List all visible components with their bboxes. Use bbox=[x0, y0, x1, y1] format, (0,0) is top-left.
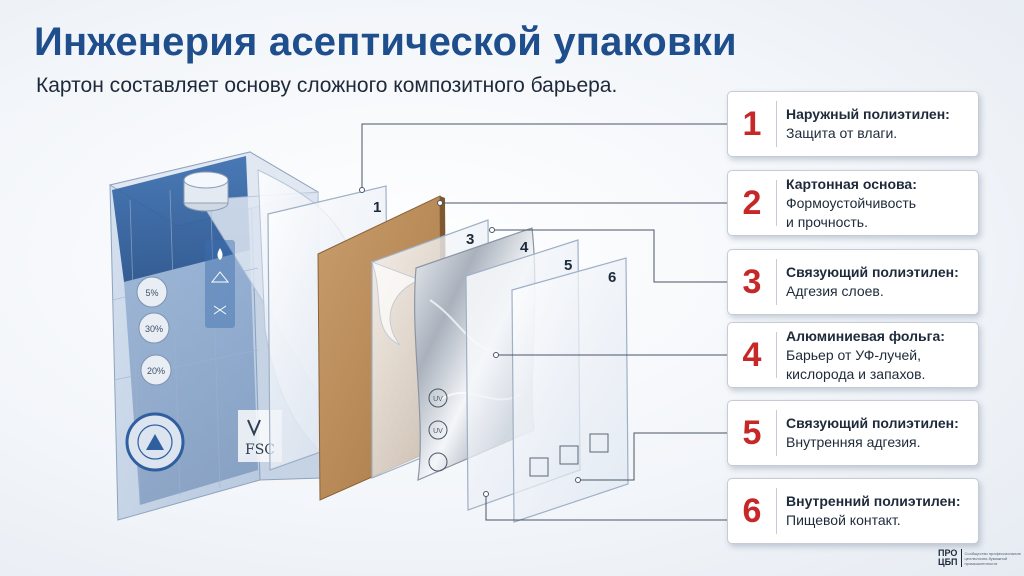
callout-divider bbox=[776, 332, 777, 378]
foil-mark-uv-2: UV bbox=[433, 428, 443, 435]
callout-layer-2: 2 Картонная основа: Формоустойчивость и … bbox=[727, 170, 979, 236]
carton-mark-30-percent: 30% bbox=[145, 324, 163, 334]
page-title: Инженерия асептической упаковки bbox=[34, 20, 737, 64]
layer-5-label: 5 bbox=[564, 257, 572, 274]
layer-4-label: 4 bbox=[520, 239, 529, 256]
callout-number: 3 bbox=[742, 262, 762, 301]
page-subtitle: Картон составляет основу сложного композ… bbox=[36, 74, 618, 97]
callout-divider bbox=[776, 410, 777, 456]
callout-description: Барьер от УФ-лучей, bbox=[786, 346, 921, 363]
water-drop-icon bbox=[217, 248, 223, 260]
callout-number: 1 bbox=[742, 104, 762, 143]
callout-number: 4 bbox=[742, 335, 762, 374]
carton-mark-20-percent: 20% bbox=[147, 366, 165, 376]
oxygen-drop-icon bbox=[428, 452, 448, 472]
callout-description: Защита от влаги. bbox=[786, 125, 898, 141]
callout-description: кислорода и запахов. bbox=[786, 365, 926, 382]
logo-mark-line-1: ПРО bbox=[938, 548, 958, 558]
callout-divider bbox=[776, 101, 777, 147]
food-contact-icon bbox=[529, 457, 549, 477]
callout-title: Картонная основа: bbox=[786, 175, 917, 192]
callout-layer-3: 3 Связующий полиэтилен: Адгезия слоев. bbox=[727, 249, 979, 315]
callout-title: Связующий полиэтилен: bbox=[786, 415, 959, 431]
procbp-logo: ПРО ЦБП Сообщество профессионалов целлюл… bbox=[938, 549, 1024, 567]
layer-1-label: 1 bbox=[373, 199, 381, 216]
layer-6-label: 6 bbox=[608, 269, 616, 286]
callout-title: Алюминиевая фольга: bbox=[786, 327, 945, 344]
callout-title: Внутренний полиэтилен: bbox=[786, 493, 961, 509]
uv-icon bbox=[428, 388, 448, 408]
leader-lines bbox=[359, 123, 727, 521]
layer-6-inner-polyethylene: 6 bbox=[511, 257, 629, 523]
uv-shield-icon bbox=[428, 420, 448, 440]
callout-description: Внутренняя адгезия. bbox=[786, 434, 921, 450]
layer-3-label: 3 bbox=[466, 231, 474, 248]
no-bacteria-icon bbox=[589, 433, 609, 453]
callout-layer-1: 1 Наружный полиэтилен: Защита от влаги. bbox=[727, 91, 979, 157]
carton-mark-fsc: FSC bbox=[245, 442, 275, 458]
callout-divider bbox=[776, 180, 777, 226]
callout-number: 2 bbox=[742, 183, 762, 222]
callout-divider bbox=[776, 488, 777, 534]
tree-check-icon bbox=[247, 419, 261, 437]
callout-description: и прочность. bbox=[786, 213, 868, 230]
callout-title: Связующий полиэтилен: bbox=[786, 264, 959, 280]
callout-number: 5 bbox=[742, 413, 762, 452]
callout-description: Адгезия слоев. bbox=[786, 283, 884, 299]
callout-title: Наружный полиэтилен: bbox=[786, 106, 950, 122]
no-sun-icon bbox=[213, 305, 227, 315]
recycle-icon bbox=[210, 271, 230, 283]
callout-layer-5: 5 Связующий полиэтилен: Внутренняя адгез… bbox=[727, 400, 979, 466]
callout-description: Пищевой контакт. bbox=[786, 512, 901, 528]
callout-number: 6 bbox=[742, 491, 762, 530]
callout-layer-4: 4 Алюминиевая фольга: Барьер от УФ-лучей… bbox=[727, 322, 979, 388]
logo-mark-line-2: ЦБП bbox=[938, 557, 958, 567]
callout-layer-6: 6 Внутренний полиэтилен: Пищевой контакт… bbox=[727, 478, 979, 544]
leaf-icon bbox=[559, 445, 579, 465]
callout-divider bbox=[776, 259, 777, 305]
logo-caption: Сообщество профессионалов целлюлозно-бум… bbox=[964, 550, 1021, 566]
callout-description: Формоустойчивость bbox=[786, 194, 917, 211]
foil-mark-uv-1: UV bbox=[433, 396, 443, 403]
carton-mark-5-percent: 5% bbox=[145, 288, 158, 298]
